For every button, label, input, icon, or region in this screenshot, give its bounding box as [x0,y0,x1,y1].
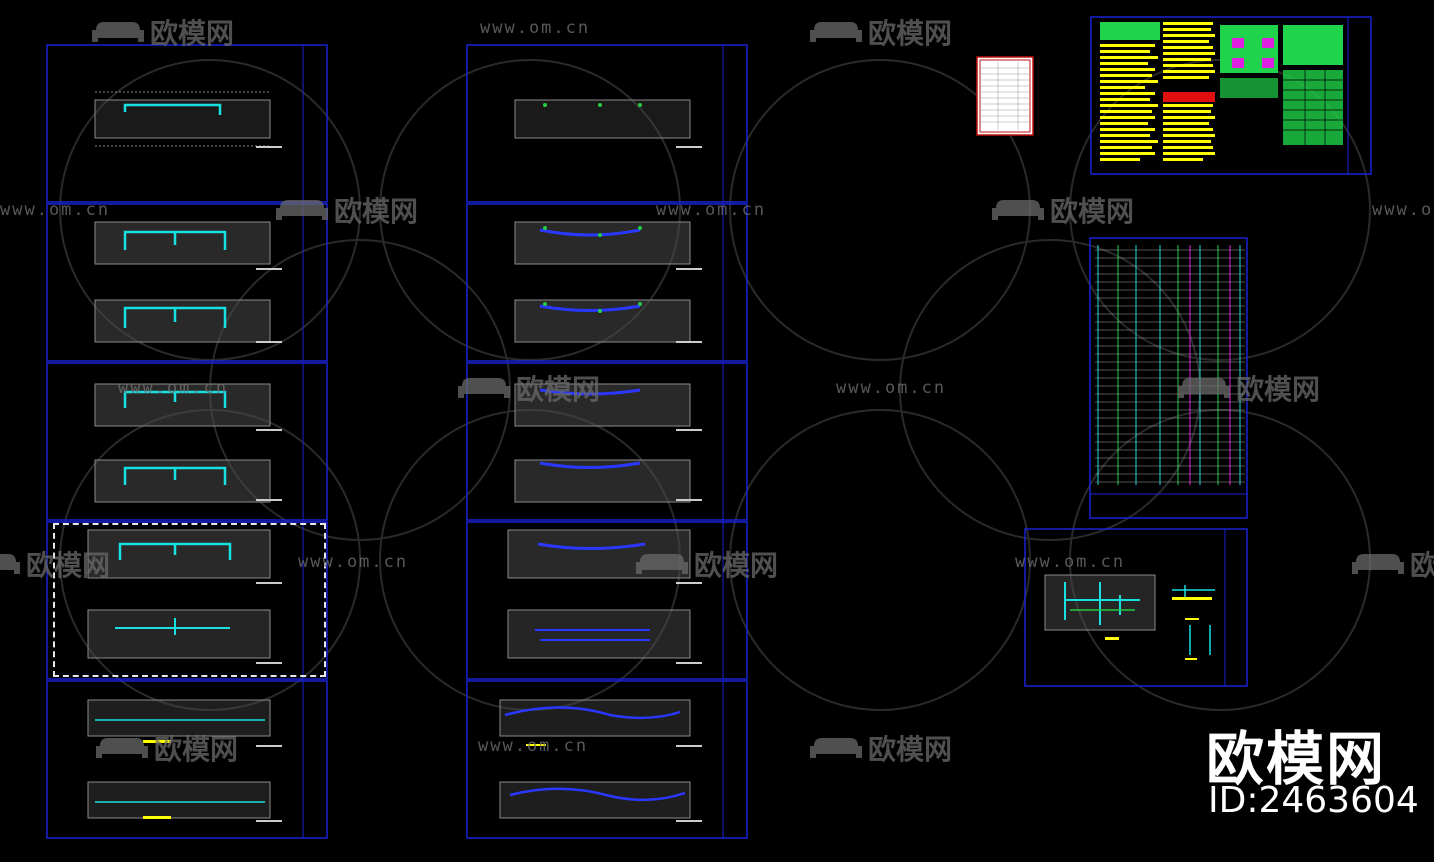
watermark-logo: 欧模网 [276,190,418,230]
sheet-title-strips [256,146,702,822]
watermark-logo: 欧模网 [92,12,234,52]
sofa-icon [276,200,328,220]
watermark-logo-text: 欧模网 [1410,549,1434,582]
model-id-label: ID:2463604 [1208,780,1419,821]
sofa-icon [0,554,20,574]
watermark-logo: 欧模网 [1352,544,1434,584]
design-notes-sheet [1090,16,1372,175]
pipe-runs-column-1 [95,103,265,803]
sofa-icon [1178,378,1230,398]
watermark-url: www.om.cn [0,200,111,220]
pipe-runs-column-2 [504,228,686,802]
riser-diagram-sheet [1089,237,1248,519]
sheet-column-2 [466,44,748,839]
watermark-logo-text: 欧模网 [1050,195,1135,228]
watermark-logo-text: 欧模网 [868,17,953,50]
watermark-logo: 欧模网 [992,190,1134,230]
watermark-url: www.om.cn [656,200,767,220]
selection-box [53,523,326,677]
sheet-column-1 [46,44,328,839]
watermark-logo-text: 欧模网 [1236,373,1321,406]
watermark-logo: 欧模网 [810,728,952,768]
watermark-logo-text: 欧模网 [26,549,111,582]
sofa-icon [810,22,862,42]
watermark-url: www.om.cn [118,378,229,398]
watermark-logo-text: 欧模网 [150,17,235,50]
bathroom-detail-sheet [1024,528,1248,687]
sofa-icon [96,738,148,758]
yellow-annotations [143,740,546,819]
watermark-url: www.om.cn [298,552,409,572]
watermark-logo: 欧模网 [0,544,110,584]
watermark-logo-text: 欧模网 [334,195,419,228]
floor-plans-column-1 [87,91,271,819]
watermark-logo-text: 欧模网 [694,549,779,582]
riser-floor-lines [1095,249,1245,483]
sofa-icon [992,200,1044,220]
sofa-icon [810,738,862,758]
watermark-logo-text: 欧模网 [868,733,953,766]
watermark-logo: 欧模网 [96,728,238,768]
watermark-logo: 欧模网 [1178,368,1320,408]
fixture-markers [543,103,642,313]
watermark-logo: 欧模网 [810,12,952,52]
sofa-icon [636,554,688,574]
watermark-logo: 欧模网 [636,544,778,584]
sofa-icon [1352,554,1404,574]
brand-logo-text: 欧模网 [1206,725,1387,793]
watermark-url: www.om.cn [1015,552,1126,572]
watermark-url: www.om.cn [1372,200,1434,220]
sofa-icon [458,378,510,398]
sofa-icon [92,22,144,42]
watermark-logo-text: 欧模网 [516,373,601,406]
watermark-url: www.om.cn [836,378,947,398]
watermark-logo-text: 欧模网 [154,733,239,766]
sheet-index-table [976,56,1034,136]
watermark-url: www.om.cn [478,736,589,756]
watermark-logo: 欧模网 [458,368,600,408]
watermark-url: www.om.cn [480,18,591,38]
